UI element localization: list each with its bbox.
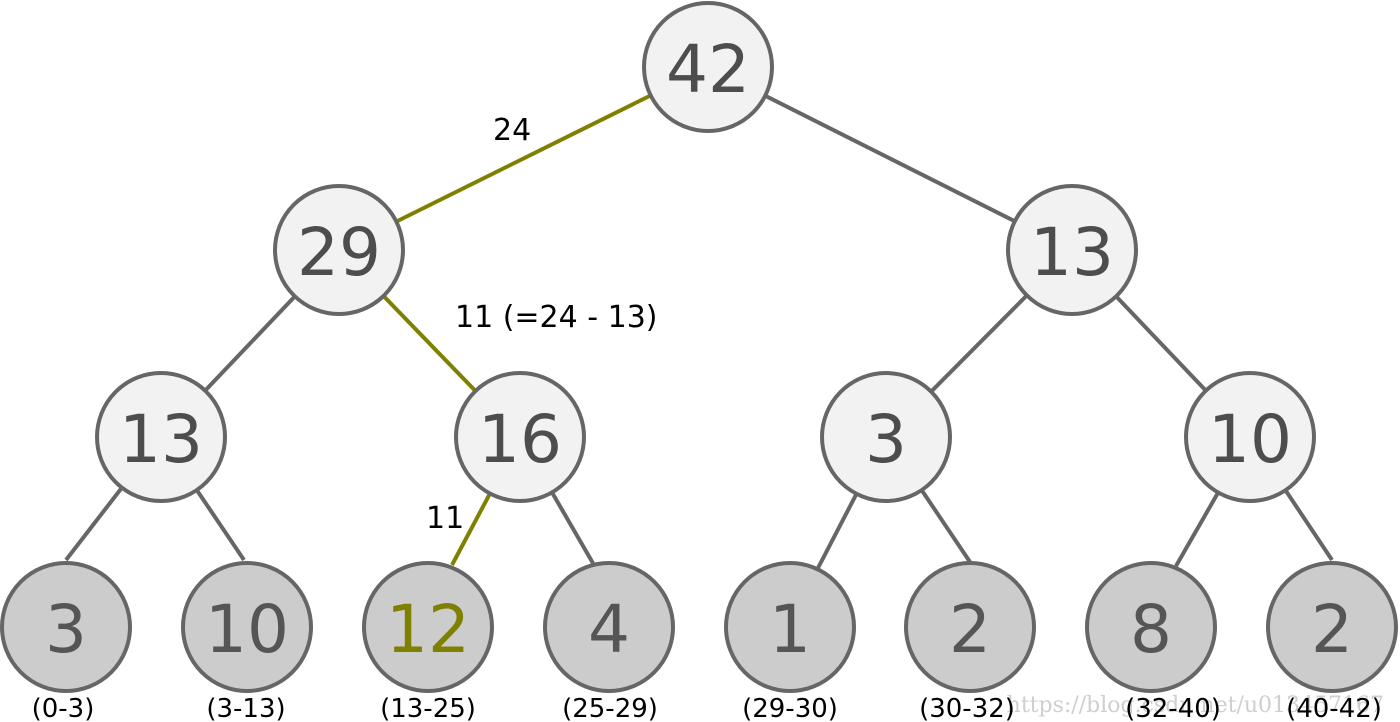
leaf-node-2: 10 (181, 561, 313, 693)
node-value: 42 (666, 31, 750, 108)
edge-label-24: 24 (493, 113, 531, 148)
tree-node-29: 29 (273, 184, 405, 316)
node-value: 10 (1208, 401, 1292, 478)
leaf-value: 8 (1130, 591, 1172, 668)
tree-node-13-left: 13 (95, 371, 227, 503)
leaf-circle (724, 561, 856, 693)
node-circle (820, 371, 952, 503)
edge-root-to-13 (707, 65, 1073, 252)
leaf-value: 2 (1311, 591, 1353, 668)
leaf-circle (181, 561, 313, 693)
tree-node-3: 3 (820, 371, 952, 503)
node-circle (642, 1, 774, 133)
range-label: (3-13) (206, 694, 285, 722)
leaf-value: 3 (45, 591, 87, 668)
range-label: (32-40) (1125, 694, 1221, 722)
leaf-node-4: 4 (543, 561, 675, 693)
range-label: (29-30) (742, 694, 838, 722)
tree-node-root: 42 (642, 1, 774, 133)
range-label: (30-32) (919, 694, 1015, 722)
edge-label-11-derivation: 11 (=24 - 13) (455, 300, 658, 335)
leaf-circle (1266, 561, 1398, 693)
range-label: (40-42) (1286, 694, 1382, 722)
leaf-value: 1 (769, 591, 811, 668)
node-circle (1006, 184, 1138, 316)
leaf-circle (0, 561, 132, 693)
leaf-node-8: 2 (1266, 561, 1398, 693)
leaf-circle (362, 561, 494, 693)
leaf-circle (1085, 561, 1217, 693)
node-value: 13 (1030, 214, 1114, 291)
tree-node-13-right: 13 (1006, 184, 1138, 316)
node-value: 29 (297, 214, 381, 291)
leaf-node-1: 3 (0, 561, 132, 693)
range-labels: (0-3) (3-13) (13-25) (25-29) (29-30) (30… (32, 694, 1382, 722)
node-circle (454, 371, 586, 503)
tree-node-10: 10 (1184, 371, 1316, 503)
leaf-circle (543, 561, 675, 693)
edge-root-to-29 (338, 65, 709, 252)
leaf-value: 10 (205, 591, 289, 668)
edge-label-11: 11 (426, 501, 464, 536)
node-circle (1184, 371, 1316, 503)
range-label: (0-3) (32, 694, 95, 722)
tree-edges (64, 65, 1334, 569)
leaf-node-5: 1 (724, 561, 856, 693)
tree-node-16: 16 (454, 371, 586, 503)
leaf-node-3-highlighted: 12 (362, 561, 494, 693)
node-value: 16 (478, 401, 562, 478)
node-value: 3 (865, 401, 907, 478)
range-label: (25-29) (562, 694, 658, 722)
leaf-value: 12 (386, 591, 470, 668)
node-circle (95, 371, 227, 503)
watermark-url: https://blog.csdn.net/u013457167 (1007, 693, 1384, 718)
leaf-node-7: 8 (1085, 561, 1217, 693)
leaf-node-6: 2 (904, 561, 1036, 693)
leaf-circle (904, 561, 1036, 693)
leaf-value: 4 (588, 591, 630, 668)
range-label: (13-25) (380, 694, 476, 722)
leaf-value: 2 (949, 591, 991, 668)
node-circle (273, 184, 405, 316)
node-value: 13 (119, 401, 203, 478)
